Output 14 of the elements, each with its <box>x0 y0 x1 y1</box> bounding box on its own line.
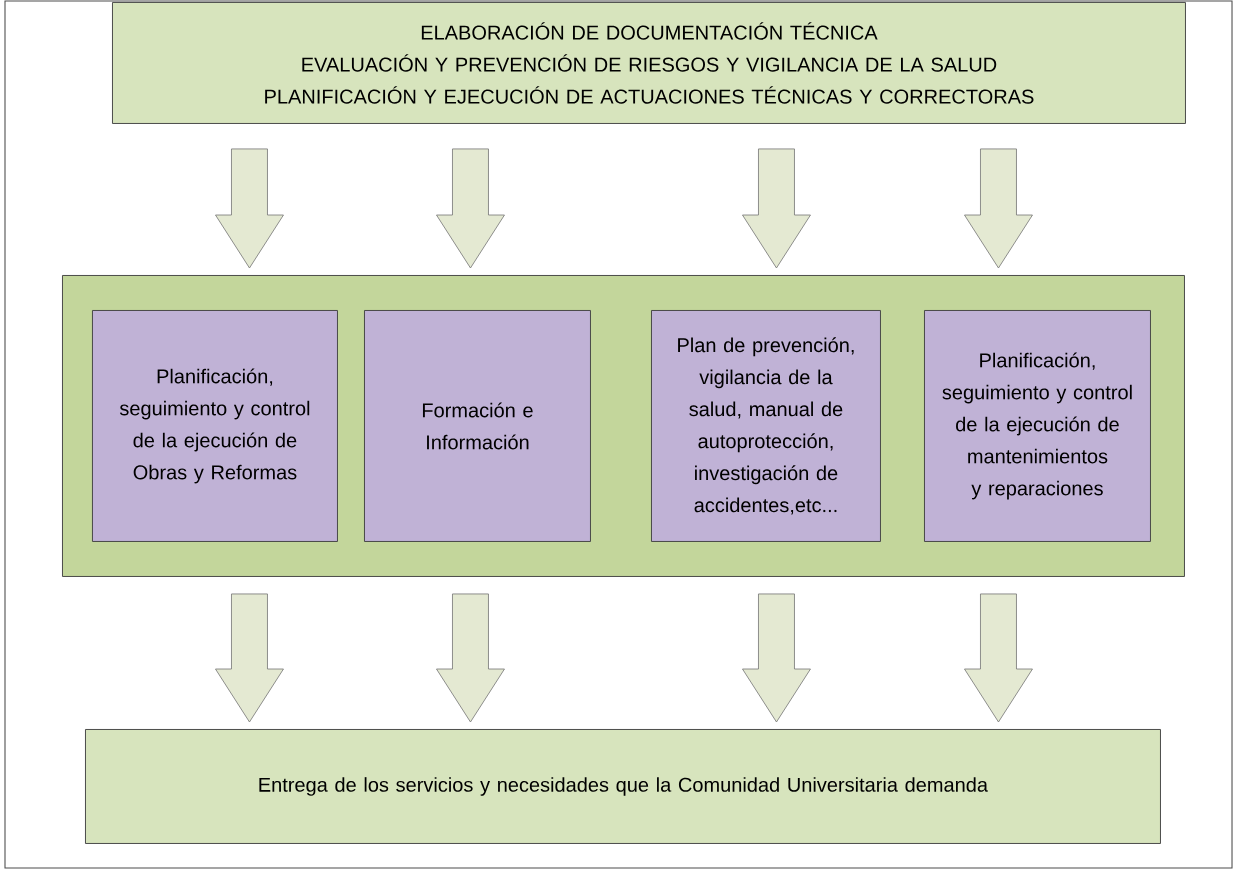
block-arrow <box>964 593 1033 723</box>
process-box: Plan de prevención, vigilancia de la salud, manual de autoprotección, investigación de accidentes,etc... <box>651 310 881 542</box>
block-arrow <box>215 593 284 723</box>
process-box: Planificación, seguimiento y control de la ejecución de mantenimientos y reparaciones <box>924 310 1151 542</box>
block-arrow <box>436 593 505 723</box>
block-arrow <box>964 148 1033 269</box>
block-arrow <box>742 148 811 269</box>
result-box: Entrega de los servicios y necesidades que la Comunidad Universitaria demanda <box>85 729 1161 844</box>
process-box: Formación e Información <box>364 310 591 542</box>
block-arrow <box>215 148 284 269</box>
header-box: ELABORACIÓN DE DOCUMENTACIÓN TÉCNICA EVALUACIÓN Y PREVENCIÓN DE RIESGOS Y VIGILANCIA DE LA SALUD PLANIFICACIÓN Y EJECUCIÓN DE ACTUACIONES TÉCNICAS Y CORRECTORAS <box>112 2 1186 124</box>
block-arrow <box>742 593 811 723</box>
process-box: Planificación, seguimiento y control de la ejecución de Obras y Reformas <box>92 310 338 542</box>
block-arrow <box>436 148 505 269</box>
